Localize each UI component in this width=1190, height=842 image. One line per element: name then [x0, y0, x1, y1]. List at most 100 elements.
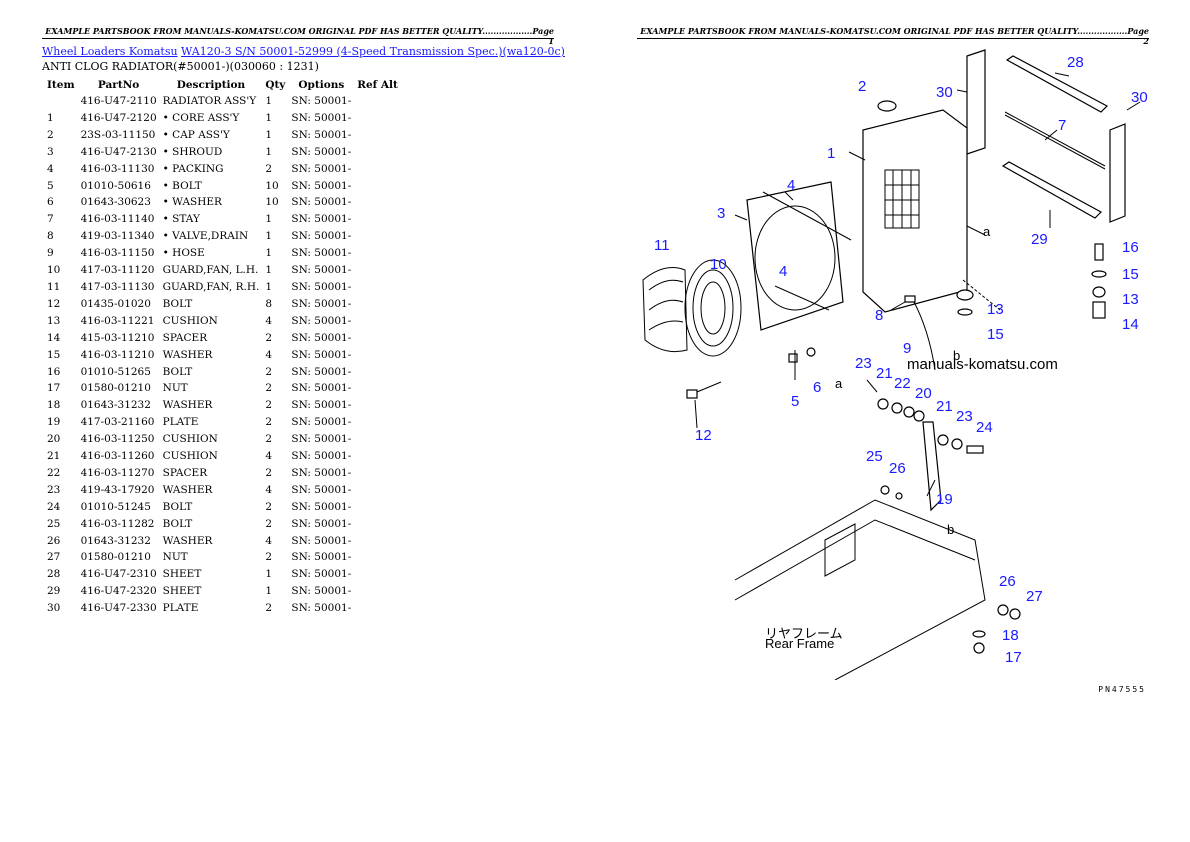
- callout-18: 18: [1002, 627, 1019, 644]
- cell-qty: 2: [265, 416, 272, 429]
- part-washer-15: [1091, 270, 1107, 278]
- cell-item: 8: [47, 230, 54, 243]
- cell-qty: 1: [265, 111, 272, 124]
- cell-ref-alt: [354, 566, 401, 583]
- parts-table: Item PartNo Description Qty Options Ref …: [44, 77, 401, 617]
- callout-26b: 26: [999, 573, 1016, 590]
- cell-item: 2: [47, 128, 54, 141]
- part-hose-9: [912, 299, 936, 371]
- cell-ref-alt: [354, 228, 401, 245]
- callout-22: 22: [894, 375, 911, 392]
- cell-partno: 416-03-11260: [80, 450, 155, 463]
- callout-6: 6: [813, 379, 821, 396]
- cell-partno: 416-U47-2130: [80, 145, 157, 158]
- cell-qty: 1: [265, 145, 272, 158]
- part-valve-drain-8: [904, 295, 916, 303]
- cell-ref-alt: [354, 211, 401, 228]
- callout-16: 16: [1122, 239, 1139, 256]
- cell-ref-alt: [354, 262, 401, 279]
- cell-qty: 4: [265, 534, 272, 547]
- cell-ref-alt: [354, 533, 401, 550]
- cell-item: 25: [47, 517, 61, 530]
- part-guard-fan-rh-11: [642, 267, 688, 353]
- cell-item: 14: [47, 331, 61, 344]
- cell-description: • WASHER: [162, 196, 222, 209]
- callout-13: 13: [987, 301, 1004, 318]
- breadcrumb-link-category[interactable]: Wheel Loaders Komatsu: [42, 45, 178, 58]
- cell-ref-alt: [354, 330, 401, 347]
- part-washer-6: [806, 347, 816, 357]
- cell-options: SN: 50001-: [291, 568, 352, 581]
- cell-description: NUT: [162, 551, 188, 564]
- cell-qty: 1: [265, 128, 272, 141]
- breadcrumb-link-model[interactable]: WA120-3 S/N 50001-52999 (4-Speed Transmi…: [181, 45, 565, 58]
- cell-description: CUSHION: [162, 433, 218, 446]
- callout-20: 20: [915, 385, 932, 402]
- cell-partno: 416-03-11150: [80, 247, 155, 260]
- cell-item: 26: [47, 534, 61, 547]
- part-cap-2: [877, 100, 897, 112]
- cell-options: SN: 50001-: [291, 483, 352, 496]
- cell-partno: 416-03-11221: [80, 314, 155, 327]
- cell-options: SN: 50001-: [291, 247, 352, 260]
- cell-qty: 10: [265, 196, 279, 209]
- column-header-options: Options: [298, 79, 345, 91]
- cell-options: SN: 50001-: [291, 128, 352, 141]
- column-header-qty: Qty: [265, 79, 286, 91]
- callout-12: 12: [695, 427, 712, 444]
- callout-26: 26: [889, 460, 906, 477]
- cell-options: SN: 50001-: [291, 348, 352, 361]
- cell-qty: 1: [265, 585, 272, 598]
- callout-8: 8: [875, 307, 883, 324]
- cell-partno: 416-03-11270: [80, 466, 155, 479]
- cell-item: 12: [47, 297, 61, 310]
- watermark: manuals-komatsu.com: [907, 356, 1058, 373]
- marker-b-bottom: b: [947, 522, 954, 537]
- cell-ref-alt: [354, 397, 401, 414]
- cell-item: 10: [47, 264, 61, 277]
- cell-qty: 2: [265, 466, 272, 479]
- cell-qty: 10: [265, 179, 279, 192]
- cell-item: 24: [47, 500, 61, 513]
- cell-ref-alt: [354, 313, 401, 330]
- callout-21b: 21: [936, 398, 953, 415]
- cell-partno: 01010-51245: [80, 500, 151, 513]
- cell-item: 7: [47, 213, 54, 226]
- cell-item: 5: [47, 179, 54, 192]
- cell-ref-alt: [354, 127, 401, 144]
- cell-item: 6: [47, 196, 54, 209]
- column-header-partno: PartNo: [97, 79, 140, 91]
- cell-item: 30: [47, 602, 61, 615]
- cell-partno: 419-43-17920: [80, 483, 155, 496]
- cell-description: • PACKING: [162, 162, 224, 175]
- callout-23: 23: [855, 355, 872, 372]
- cell-description: CUSHION: [162, 450, 218, 463]
- column-header-description: Description: [176, 79, 246, 91]
- cell-partno: 416-U47-2120: [80, 111, 157, 124]
- cell-description: • VALVE,DRAIN: [162, 230, 249, 243]
- part-bolt-24: [966, 445, 984, 454]
- callout-23b: 23: [956, 408, 973, 425]
- cell-qty: 2: [265, 602, 272, 615]
- cell-description: SPACER: [162, 466, 208, 479]
- cell-item: 3: [47, 145, 54, 158]
- part-plate-30-left: [966, 49, 986, 155]
- cell-options: SN: 50001-: [291, 264, 352, 277]
- cell-partno: 01435-01020: [80, 297, 151, 310]
- page-header: EXAMPLE PARTSBOOK FROM MANUALS-KOMATSU.C…: [42, 26, 554, 46]
- callout-7: 7: [1058, 117, 1066, 134]
- cell-qty: 1: [265, 213, 272, 226]
- part-packing-4: [762, 191, 852, 241]
- cell-description: • SHROUD: [162, 145, 223, 158]
